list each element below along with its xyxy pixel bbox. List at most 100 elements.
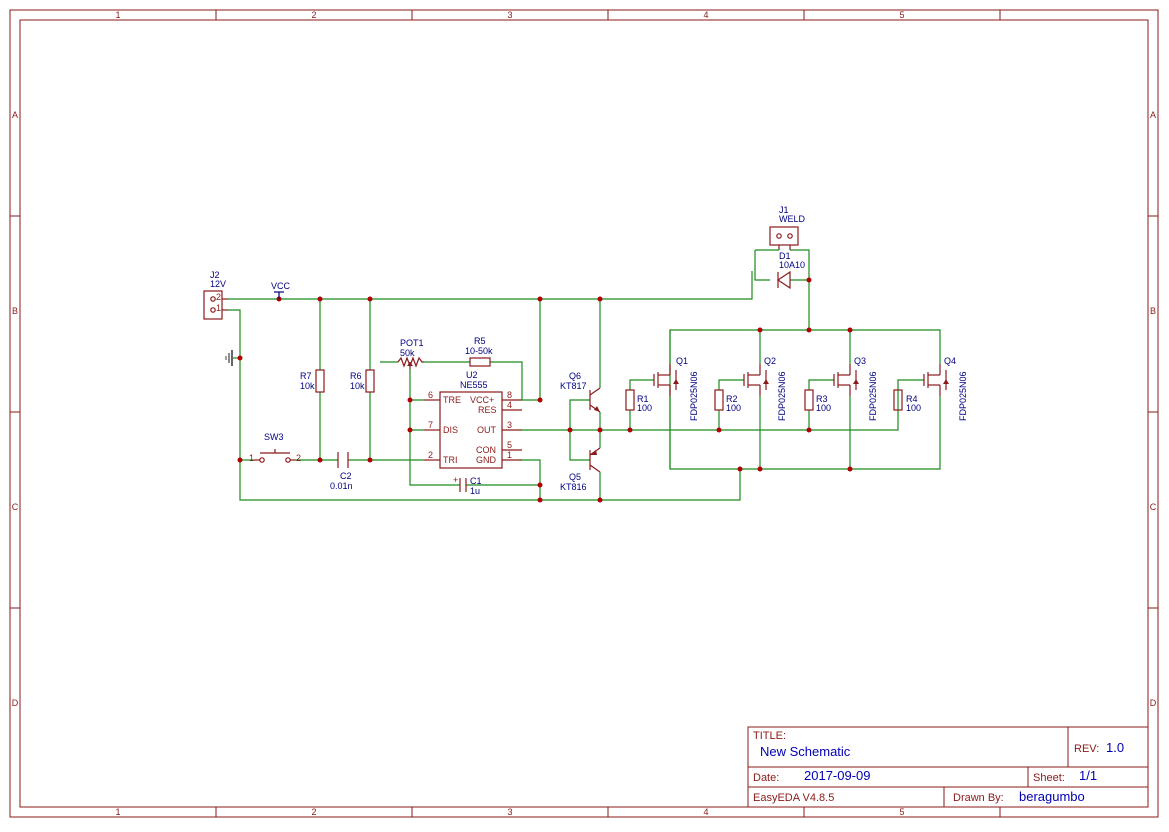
col-label-top: 3 xyxy=(507,10,512,20)
r2-value: 100 xyxy=(726,403,741,413)
c2-value: 0.01n xyxy=(330,481,353,491)
r3-ref: R3 xyxy=(816,394,828,404)
col-label-bottom: 1 xyxy=(115,807,120,817)
vcc-label: VCC xyxy=(271,281,291,291)
j2-pin: 2 xyxy=(216,292,221,302)
r7-ref: R7 xyxy=(300,371,312,381)
resistor-r7[interactable]: R7 10k xyxy=(300,369,325,393)
u2-pin-name: OUT xyxy=(477,425,497,435)
resistor-r3[interactable]: R3 100 xyxy=(804,389,831,413)
u2-pin-num: 3 xyxy=(507,420,512,430)
row-ticks xyxy=(10,215,1158,609)
mosfet-q2[interactable]: Q2 FDP025N06 xyxy=(743,356,787,421)
wires xyxy=(228,249,941,501)
row-label-right: B xyxy=(1150,306,1156,316)
j1-value: WELD xyxy=(779,214,806,224)
title-label: TITLE: xyxy=(753,730,786,742)
drawn-by-label: Drawn By: xyxy=(953,792,1004,804)
col-label-bottom: 3 xyxy=(507,807,512,817)
transistor-q6[interactable]: Q6 KT817 xyxy=(560,371,601,413)
resistor-r1[interactable]: R1 100 xyxy=(625,389,652,413)
q6-ref: Q6 xyxy=(569,371,581,381)
q2-ref: Q2 xyxy=(764,356,776,366)
connector-j2[interactable]: J2 12V 2 1 xyxy=(203,270,228,320)
u2-ref: U2 xyxy=(466,370,478,380)
u2-pin-name: CON xyxy=(476,445,496,455)
u2-pin-num: 8 xyxy=(507,390,512,400)
c1-polarity: + xyxy=(453,475,458,485)
sheet-label: Sheet: xyxy=(1033,772,1065,784)
junction-dots xyxy=(237,277,853,503)
mosfet-q1[interactable]: Q1 FDP025N06 xyxy=(653,356,699,421)
col-label-bottom: 4 xyxy=(703,807,708,817)
r1-ref: R1 xyxy=(637,394,649,404)
q1-ref: Q1 xyxy=(676,356,688,366)
row-label-right: D xyxy=(1150,698,1157,708)
connector-j1[interactable]: J1 WELD xyxy=(755,205,806,251)
u2-pin-num: 5 xyxy=(507,440,512,450)
resistor-r6[interactable]: R6 10k xyxy=(350,369,375,393)
col-label-top: 4 xyxy=(703,10,708,20)
title-block: TITLE: New Schematic REV: 1.0 Date: 2017… xyxy=(747,726,1149,808)
u2-pin-name: TRI xyxy=(443,455,458,465)
drawn-by-value: beragumbo xyxy=(1019,789,1085,804)
sheet-value: 1/1 xyxy=(1079,768,1097,783)
u2-pin-name: TRE xyxy=(443,395,461,405)
r4-ref: R4 xyxy=(906,394,918,404)
row-label-right: C xyxy=(1150,502,1157,512)
u2-pin-num: 7 xyxy=(428,420,433,430)
u2-pin-num: 6 xyxy=(428,390,433,400)
row-label-right: A xyxy=(1150,110,1156,120)
u2-pin-num: 1 xyxy=(507,450,512,460)
potentiometer-pot1[interactable]: POT1 50k xyxy=(397,338,424,369)
r3-value: 100 xyxy=(816,403,831,413)
resistor-r4[interactable]: R4 100 xyxy=(893,389,921,413)
diode-d1[interactable]: D1 10A10 xyxy=(776,251,805,290)
u2-pin-name: RES xyxy=(478,405,497,415)
q1-value: FDP025N06 xyxy=(689,371,699,421)
q4-ref: Q4 xyxy=(944,356,956,366)
resistor-r2[interactable]: R2 100 xyxy=(714,389,741,413)
u2-pin-name: VCC+ xyxy=(470,395,494,405)
pot1-value: 50k xyxy=(400,348,415,358)
r1-value: 100 xyxy=(637,403,652,413)
d1-value: 10A10 xyxy=(779,260,805,270)
date-label: Date: xyxy=(753,772,779,784)
r5-ref: R5 xyxy=(474,336,486,346)
row-label-left: B xyxy=(12,306,18,316)
switch-sw3[interactable]: SW3 1 2 xyxy=(249,432,301,463)
sw3-ref: SW3 xyxy=(264,432,284,442)
transistor-q5[interactable]: Q5 KT816 xyxy=(560,447,601,492)
u2-pin-num: 2 xyxy=(428,450,433,460)
col-label-bottom: 5 xyxy=(899,807,904,817)
q5-value: KT816 xyxy=(560,482,587,492)
col-label-top: 2 xyxy=(311,10,316,20)
r4-value: 100 xyxy=(906,403,921,413)
vcc-flag: VCC xyxy=(271,281,291,299)
j2-value: 12V xyxy=(210,279,226,289)
pot1-ref: POT1 xyxy=(400,338,424,348)
c1-value: 1u xyxy=(470,486,480,496)
ic-u2-ne555[interactable]: U2 NE555 TRE DIS TRI 6 7 2 VCC+ RES OUT … xyxy=(424,370,522,469)
capacitor-c1[interactable]: + C1 1u xyxy=(453,475,482,496)
j1-ref: J1 xyxy=(779,205,789,215)
r7-value: 10k xyxy=(300,381,315,391)
q6-value: KT817 xyxy=(560,381,587,391)
row-label-left: C xyxy=(12,502,19,512)
u2-pin-num: 4 xyxy=(507,400,512,410)
capacitor-c2[interactable]: C2 0.01n xyxy=(330,452,353,491)
r6-value: 10k xyxy=(350,381,365,391)
r5-value: 10-50k xyxy=(465,346,493,356)
ground-icon xyxy=(225,350,233,366)
date-value: 2017-09-09 xyxy=(804,768,871,783)
row-label-left: D xyxy=(12,698,19,708)
r2-ref: R2 xyxy=(726,394,738,404)
resistor-r5[interactable]: R5 10-50k xyxy=(465,336,493,367)
mosfet-q4[interactable]: Q4 FDP025N06 xyxy=(923,356,968,421)
col-label-bottom: 2 xyxy=(311,807,316,817)
u2-pin-name: GND xyxy=(476,455,497,465)
mosfet-q3[interactable]: Q3 FDP025N06 xyxy=(833,356,878,421)
q3-value: FDP025N06 xyxy=(868,371,878,421)
